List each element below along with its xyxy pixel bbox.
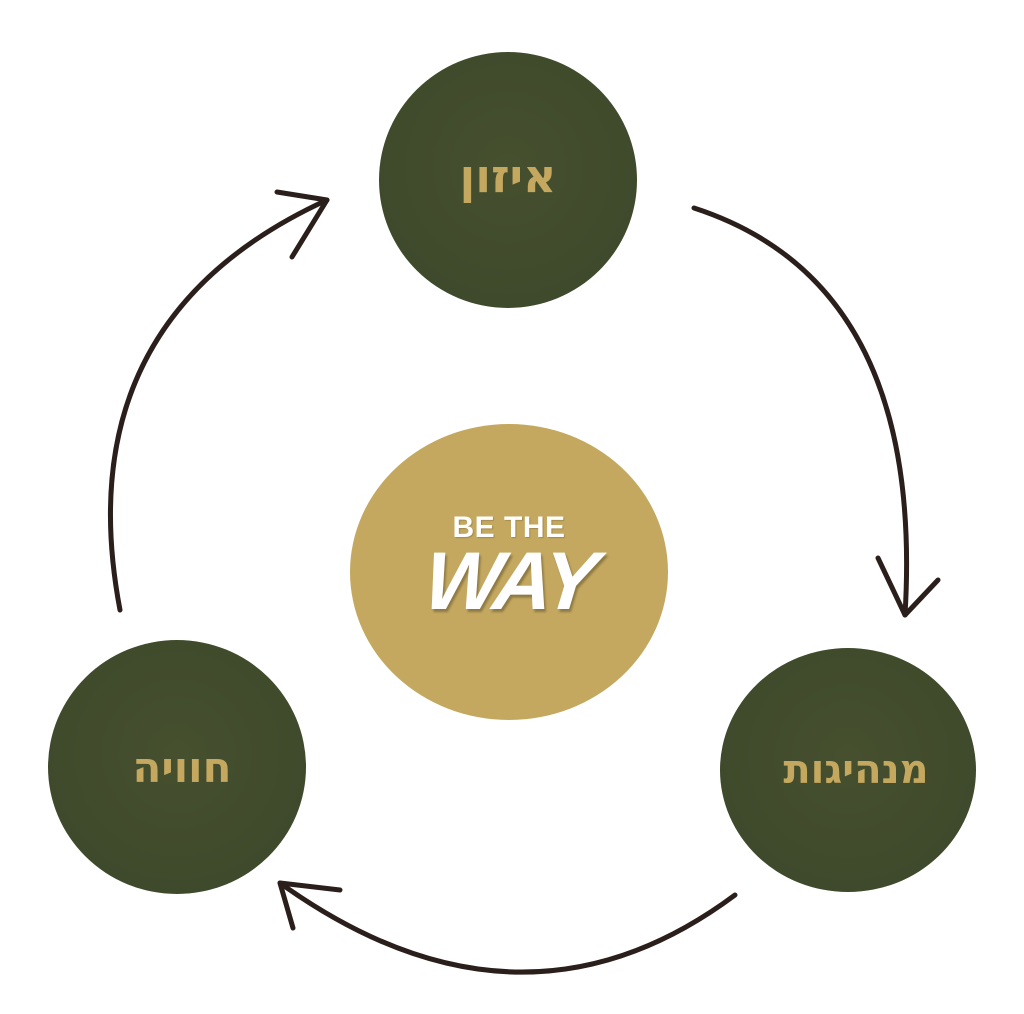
logo-mark-text: WAY: [419, 536, 599, 627]
arrow-left-to-top: [107, 197, 330, 613]
node-experience: חוויה: [48, 640, 306, 894]
logo-top-text: BE THE: [452, 511, 566, 544]
arrowhead-right-to-left-icon: [277, 880, 343, 931]
arrow-top-to-right: [691, 205, 910, 618]
node-balance-label: איזון: [459, 149, 557, 203]
node-balance: איזון: [379, 52, 637, 308]
arrowhead-top-to-right-icon: [875, 555, 941, 618]
node-leadership-label: מנהיגות: [783, 747, 929, 793]
node-leadership: מנהיגות: [720, 648, 976, 892]
arrow-right-to-left: [277, 880, 738, 975]
arrowhead-left-to-top-icon: [274, 189, 330, 260]
node-experience-label: חוויה: [132, 742, 232, 792]
center-logo: BE THE WAY: [350, 424, 668, 720]
